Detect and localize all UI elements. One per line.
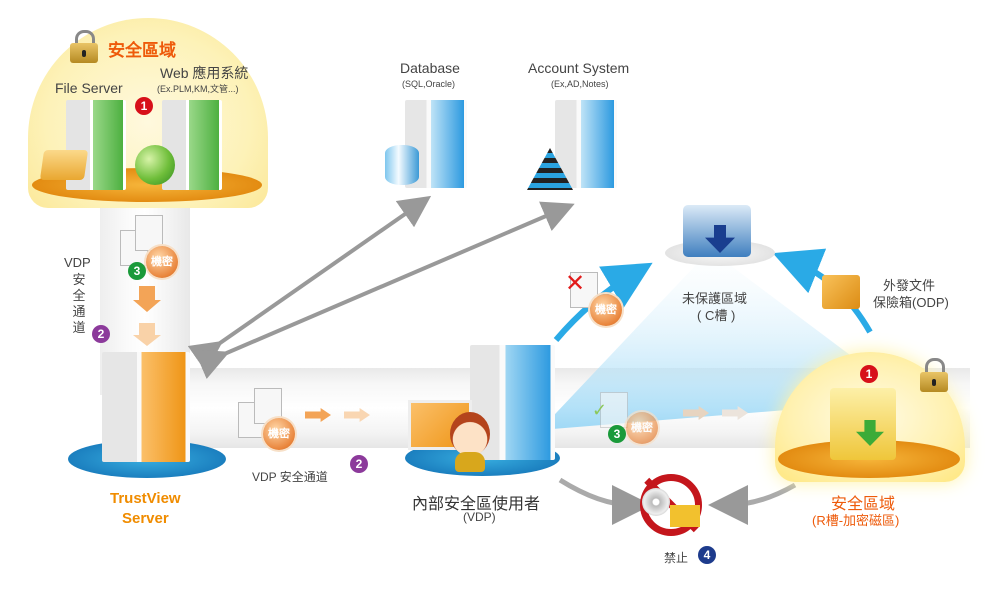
lock-icon <box>70 30 98 63</box>
down-arrow-icon <box>133 300 161 312</box>
right-zone-title: 安全區域 <box>831 496 896 513</box>
account-system-sub-label: (Ex,AD,Notes) <box>551 79 609 89</box>
cross-icon: ✕ <box>565 270 586 297</box>
forbidden-label: 禁止 <box>664 551 689 565</box>
globe-icon <box>135 145 175 185</box>
lock-icon <box>920 358 948 392</box>
arrow-to-database <box>187 195 432 373</box>
database-icon <box>385 145 419 185</box>
down-arrow-icon <box>139 286 155 300</box>
account-system-label: Account System <box>528 60 630 76</box>
web-app-sub-label: (Ex.PLM,KM,文管...) <box>157 84 239 94</box>
right-arrow-icon <box>683 406 709 420</box>
vertical-channel-label: 安全通道 <box>72 272 86 335</box>
check-icon: ✓ <box>592 400 608 420</box>
odp-sub-label: 保險箱(ODP) <box>873 295 949 310</box>
encrypted-folder-icon <box>830 388 896 460</box>
odp-label: 外發文件 <box>883 278 936 293</box>
trustview-server-icon <box>102 352 190 462</box>
user-avatar <box>450 412 490 456</box>
cd-icon <box>642 488 670 516</box>
horizontal-channel-label: VDP 安全通道 <box>252 470 328 484</box>
vertical-channel-label-vdp: VDP <box>64 255 91 270</box>
step-2-badge: 2 <box>92 325 110 343</box>
confidential-seal: 機密 <box>626 412 658 444</box>
right-arrow-icon <box>722 406 748 420</box>
document-icon <box>600 392 628 428</box>
right-arrow-icon <box>305 408 331 422</box>
confidential-seal: 機密 <box>263 418 295 450</box>
internal-user-label: 內部安全區使用者 <box>412 496 541 513</box>
step-3-badge: 3 <box>608 425 626 443</box>
confidential-seal: 機密 <box>146 246 178 278</box>
file-server-label: File Server <box>55 80 123 96</box>
document-icon <box>135 215 163 251</box>
confidential-seal: 機密 <box>590 294 622 326</box>
down-arrow-icon <box>133 335 161 346</box>
trustview-label: TrustView <box>110 490 181 507</box>
database-sub-label: (SQL,Oracle) <box>402 79 456 89</box>
step-3-badge: 3 <box>128 262 146 280</box>
top-left-zone-title: 安全區域 <box>108 41 176 60</box>
arrow-to-account-system <box>193 201 575 380</box>
down-arrow-icon <box>139 323 155 335</box>
arrow-to-forbidden-right <box>708 482 797 525</box>
email-icon <box>670 505 700 527</box>
user-body <box>455 452 485 472</box>
right-zone-sub-label: (R槽-加密磁區) <box>812 513 900 528</box>
step-2-badge: 2 <box>350 455 368 473</box>
odp-box-icon <box>822 275 860 309</box>
step-1-badge: 1 <box>135 97 153 115</box>
internal-user-sub-label: (VDP) <box>463 510 496 524</box>
database-label: Database <box>400 60 460 76</box>
unprotected-label: 未保護區域 <box>682 291 748 306</box>
step-1-badge: 1 <box>860 365 878 383</box>
step-4-badge: 4 <box>698 546 716 564</box>
web-app-label: Web 應用系統 <box>160 65 249 81</box>
right-arrow-icon <box>344 408 370 422</box>
account-server-icon <box>555 100 617 188</box>
trustview-label-server: Server <box>122 510 169 527</box>
unprotected-sub-label: ( C槽 ) <box>697 308 736 323</box>
arrow-to-forbidden-left <box>558 477 652 525</box>
